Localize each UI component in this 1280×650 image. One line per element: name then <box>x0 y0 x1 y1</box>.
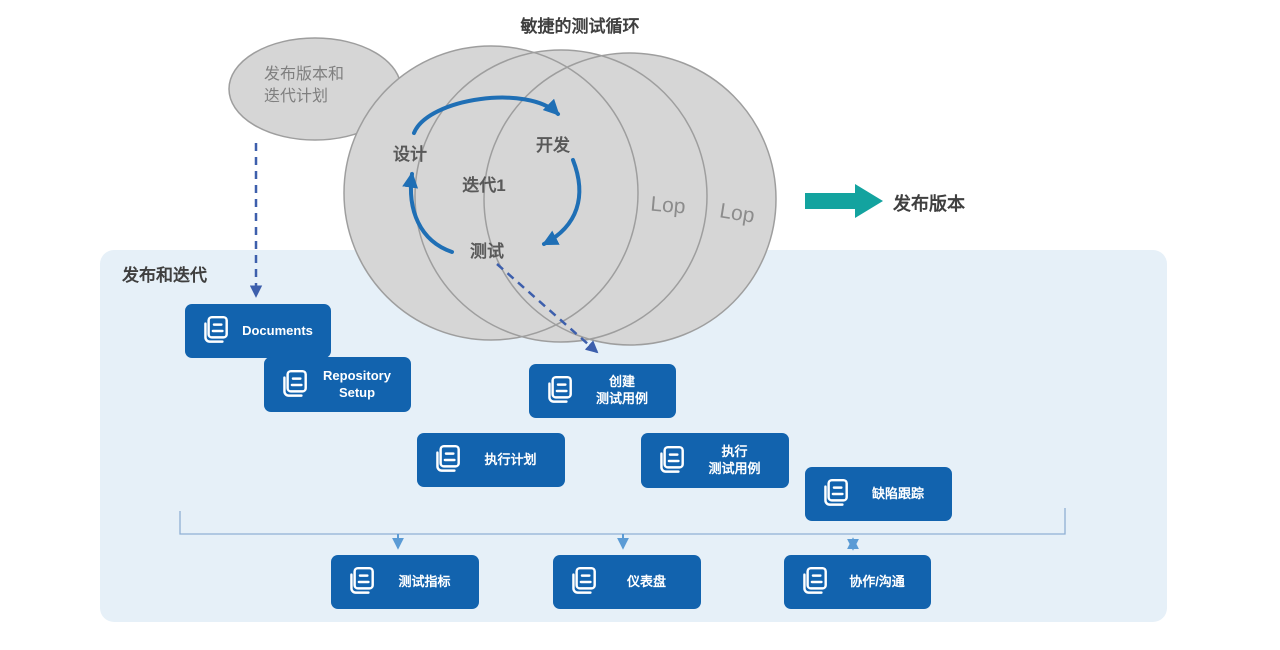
node-create-test-cases: 创建测试用例 <box>529 364 676 418</box>
document-stack-icon <box>818 477 852 511</box>
document-stack-icon <box>344 565 378 599</box>
node-label: 创建 <box>608 374 635 390</box>
loop-circle-1-fill <box>344 46 638 340</box>
cycle-arrow-develop-to-test <box>541 158 582 246</box>
planning-ellipse-line2: 迭代计划 <box>264 87 329 105</box>
document-stack-icon <box>277 368 311 402</box>
node-label-line2: Setup <box>338 384 376 400</box>
node-label: 缺陷跟踪 <box>871 485 924 501</box>
document-stack-icon <box>542 374 576 408</box>
node-label: 仪表盘 <box>626 573 666 589</box>
node-label: 执行计划 <box>484 451 537 467</box>
node-label: Repository <box>323 367 391 383</box>
node-label: 执行 <box>721 443 748 459</box>
cycle-arrow-design-to-develop <box>412 95 560 135</box>
node-execution-plan: 执行计划 <box>417 433 565 487</box>
release-arrow <box>805 184 883 218</box>
planning-ellipse-label: 发布版本和 迭代计划 <box>264 64 384 107</box>
node-label: 协作/沟通 <box>849 573 905 589</box>
node-label-line2: 测试用例 <box>708 460 761 476</box>
node-execute-test-cases: 执行测试用例 <box>641 433 789 488</box>
panel-title: 发布和迭代 <box>122 266 207 285</box>
document-stack-icon <box>566 565 600 599</box>
cycle-step-develop: 开发 <box>536 136 570 155</box>
document-stack-icon <box>430 443 464 477</box>
loop-label-1: Lop <box>649 192 687 219</box>
cycle-step-design: 设计 <box>393 145 427 164</box>
node-collaboration: 协作/沟通 <box>784 555 931 609</box>
node-label-line2: 测试用例 <box>595 391 648 406</box>
planning-ellipse-line1: 发布版本和 <box>264 66 345 83</box>
node-dashboard: 仪表盘 <box>553 555 701 609</box>
node-label: Documents <box>242 322 313 338</box>
document-stack-icon <box>654 444 688 478</box>
document-stack-icon <box>797 565 831 599</box>
release-label: 发布版本 <box>893 194 965 214</box>
loop-circle-3-outline <box>483 52 777 346</box>
node-documents: Documents <box>185 304 331 358</box>
cycle-arrow-test-to-design <box>402 171 454 254</box>
loop-circle-2-outline <box>414 49 708 343</box>
node-defect-tracking: 缺陷跟踪 <box>805 467 952 521</box>
diagram-title: 敏捷的测试循环 <box>520 17 640 36</box>
document-stack-icon <box>198 314 232 348</box>
cycle-iteration-label: 迭代1 <box>462 176 506 195</box>
node-test-metrics: 测试指标 <box>331 555 479 609</box>
node-label: 测试指标 <box>398 573 451 589</box>
cycle-step-test: 测试 <box>470 242 504 261</box>
loop-circle-1-outline <box>343 45 639 341</box>
